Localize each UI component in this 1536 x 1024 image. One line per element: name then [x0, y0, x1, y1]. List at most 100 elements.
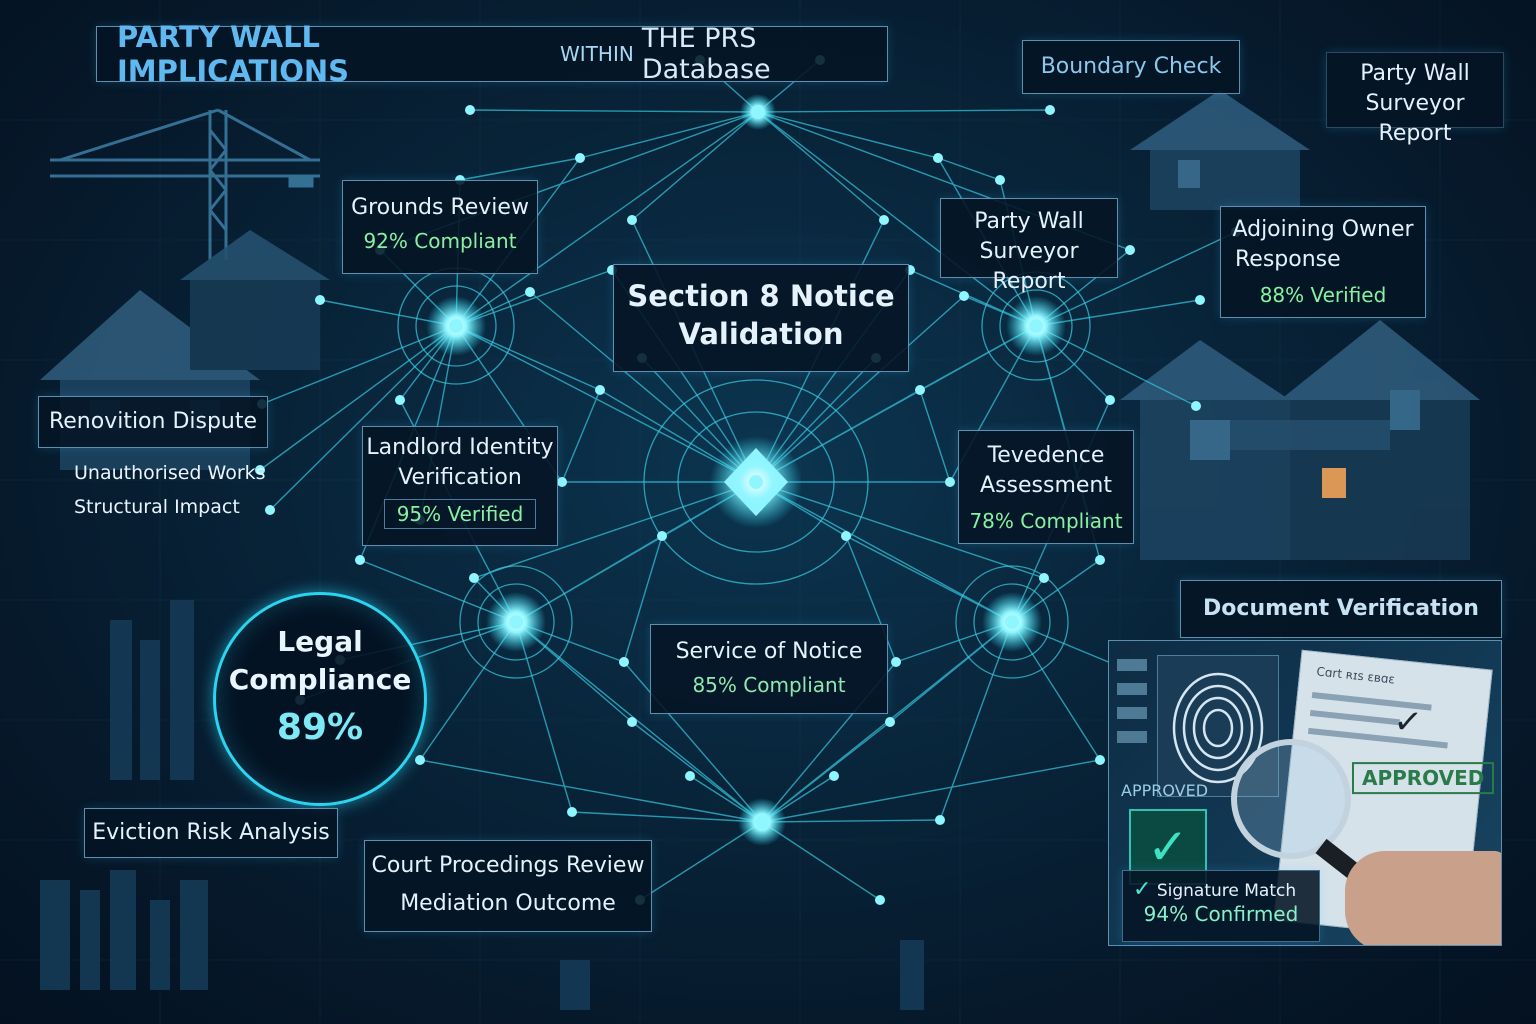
network-edge [515, 621, 573, 813]
paper-check-icon: ✓ [1391, 700, 1425, 744]
network-edge [623, 535, 663, 663]
network-node [567, 807, 577, 817]
network-node [1195, 295, 1205, 305]
party-wall-center-line2: Surveyor Report [979, 239, 1079, 294]
paper-heading: Cɑrt ʀɪs ɛʙɑɛ [1315, 664, 1396, 687]
network-edge [473, 481, 757, 579]
network-edge [757, 111, 939, 159]
network-edge [515, 481, 757, 623]
center-line1: Section 8 Notice [627, 279, 895, 313]
network-node [829, 771, 839, 781]
adjoining-owner-value: 88% Verified [1259, 283, 1387, 307]
page-title: PARTY WALL IMPLICATIONS WITHIN THE PRS D… [96, 20, 888, 88]
network-node [1039, 573, 1049, 583]
adjoining-owner-line2: Response [1235, 247, 1341, 272]
network-edge [755, 295, 965, 483]
network-node [995, 175, 1005, 185]
court-proceedings-card[interactable]: Court Procedings Review Mediation Outcom… [364, 840, 652, 932]
network-node [469, 573, 479, 583]
legal-compliance-gauge: Legal Compliance 89% [213, 592, 427, 806]
network-edge [561, 389, 601, 483]
eviction-risk-label: Eviction Risk Analysis [92, 820, 330, 845]
network-node [315, 295, 325, 305]
network-node [265, 505, 275, 515]
network-node [627, 215, 637, 225]
renovation-dispute-card[interactable]: Renovition Dispute [38, 396, 268, 448]
doc-list-row [1117, 731, 1147, 743]
service-of-notice-card[interactable]: Service of Notice 85% Compliant [650, 624, 888, 714]
court-proceedings-line2: Mediation Outcome [400, 891, 616, 916]
network-node [1105, 395, 1115, 405]
renovation-item: Unauthorised Works [74, 462, 266, 484]
center-line2: Validation [678, 317, 844, 351]
network-edge [757, 111, 1037, 327]
network-node [945, 477, 955, 487]
network-edge [631, 111, 759, 221]
network-node [749, 475, 763, 489]
network-node [465, 105, 475, 115]
document-verification-title: Document Verification [1203, 596, 1479, 621]
network-edge [757, 111, 885, 221]
network-node [891, 657, 901, 667]
network-edge [455, 325, 757, 483]
tevedence-line2: Assessment [980, 473, 1112, 498]
network-node [935, 815, 945, 825]
adjoining-owner-card[interactable]: Adjoining Owner Response 88% Verified [1220, 206, 1426, 318]
network-edge [755, 481, 1045, 579]
network-node [751, 105, 765, 119]
network-edge [623, 661, 763, 823]
network-edge [455, 111, 759, 327]
renovation-dispute-title: Renovition Dispute [48, 409, 258, 434]
network-node [449, 319, 463, 333]
network-edge [469, 109, 759, 113]
grounds-review-value: 92% Compliant [363, 229, 517, 253]
signature-match-card[interactable]: ✓ Signature Match 94% Confirmed [1122, 870, 1320, 942]
tevedence-line1: Tevedence [987, 443, 1105, 468]
network-node [1029, 319, 1043, 333]
boundary-check-card[interactable]: Boundary Check [1022, 40, 1240, 94]
network-edge [755, 481, 1013, 623]
title-main: PARTY WALL IMPLICATIONS [117, 20, 350, 88]
adjoining-owner-line1: Adjoining Owner [1232, 217, 1414, 242]
network-edge [755, 325, 1037, 483]
network-node [619, 657, 629, 667]
network-edge [459, 157, 581, 181]
eviction-risk-card[interactable]: Eviction Risk Analysis [84, 808, 338, 858]
tevedence-value: 78% Compliant [969, 509, 1123, 533]
network-edge [529, 291, 757, 483]
landlord-identity-card[interactable]: Landlord Identity Verification 95% Verif… [362, 426, 558, 546]
network-node [627, 717, 637, 727]
network-node [509, 615, 523, 629]
center-node-label[interactable]: Section 8 Notice Validation [613, 264, 909, 372]
network-edge [761, 819, 941, 823]
signature-value: 94% Confirmed [1143, 902, 1299, 926]
network-node [755, 815, 769, 829]
network-node [595, 385, 605, 395]
network-node [1095, 555, 1105, 565]
approved-stamp: APPROVED [1351, 762, 1495, 795]
network-edge [261, 325, 457, 405]
network-node [255, 465, 265, 475]
network-node [879, 215, 889, 225]
grounds-review-card[interactable]: Grounds Review 92% Compliant [342, 180, 538, 274]
doc-list-row [1117, 683, 1147, 695]
network-node [959, 291, 969, 301]
title-within: WITHIN [560, 42, 634, 66]
network-edge [1035, 231, 1237, 327]
party-wall-right-card[interactable]: Party Wall Surveyor Report [1326, 52, 1504, 146]
network-node [395, 395, 405, 405]
magnifier-icon [1231, 739, 1351, 859]
doc-list-row [1117, 659, 1147, 671]
party-wall-center-line1: Party Wall [974, 209, 1084, 234]
network-edge [579, 111, 759, 159]
tevedence-card[interactable]: Tevedence Assessment 78% Compliant [958, 430, 1134, 544]
network-node [841, 531, 851, 541]
network-node [525, 287, 535, 297]
party-wall-center-card[interactable]: Party Wall Surveyor Report [940, 198, 1118, 294]
hand-image [1345, 851, 1501, 945]
network-node [875, 895, 885, 905]
document-verification-header: Document Verification [1180, 580, 1502, 638]
boundary-check-label: Boundary Check [1040, 54, 1222, 79]
network-edge [269, 325, 457, 511]
